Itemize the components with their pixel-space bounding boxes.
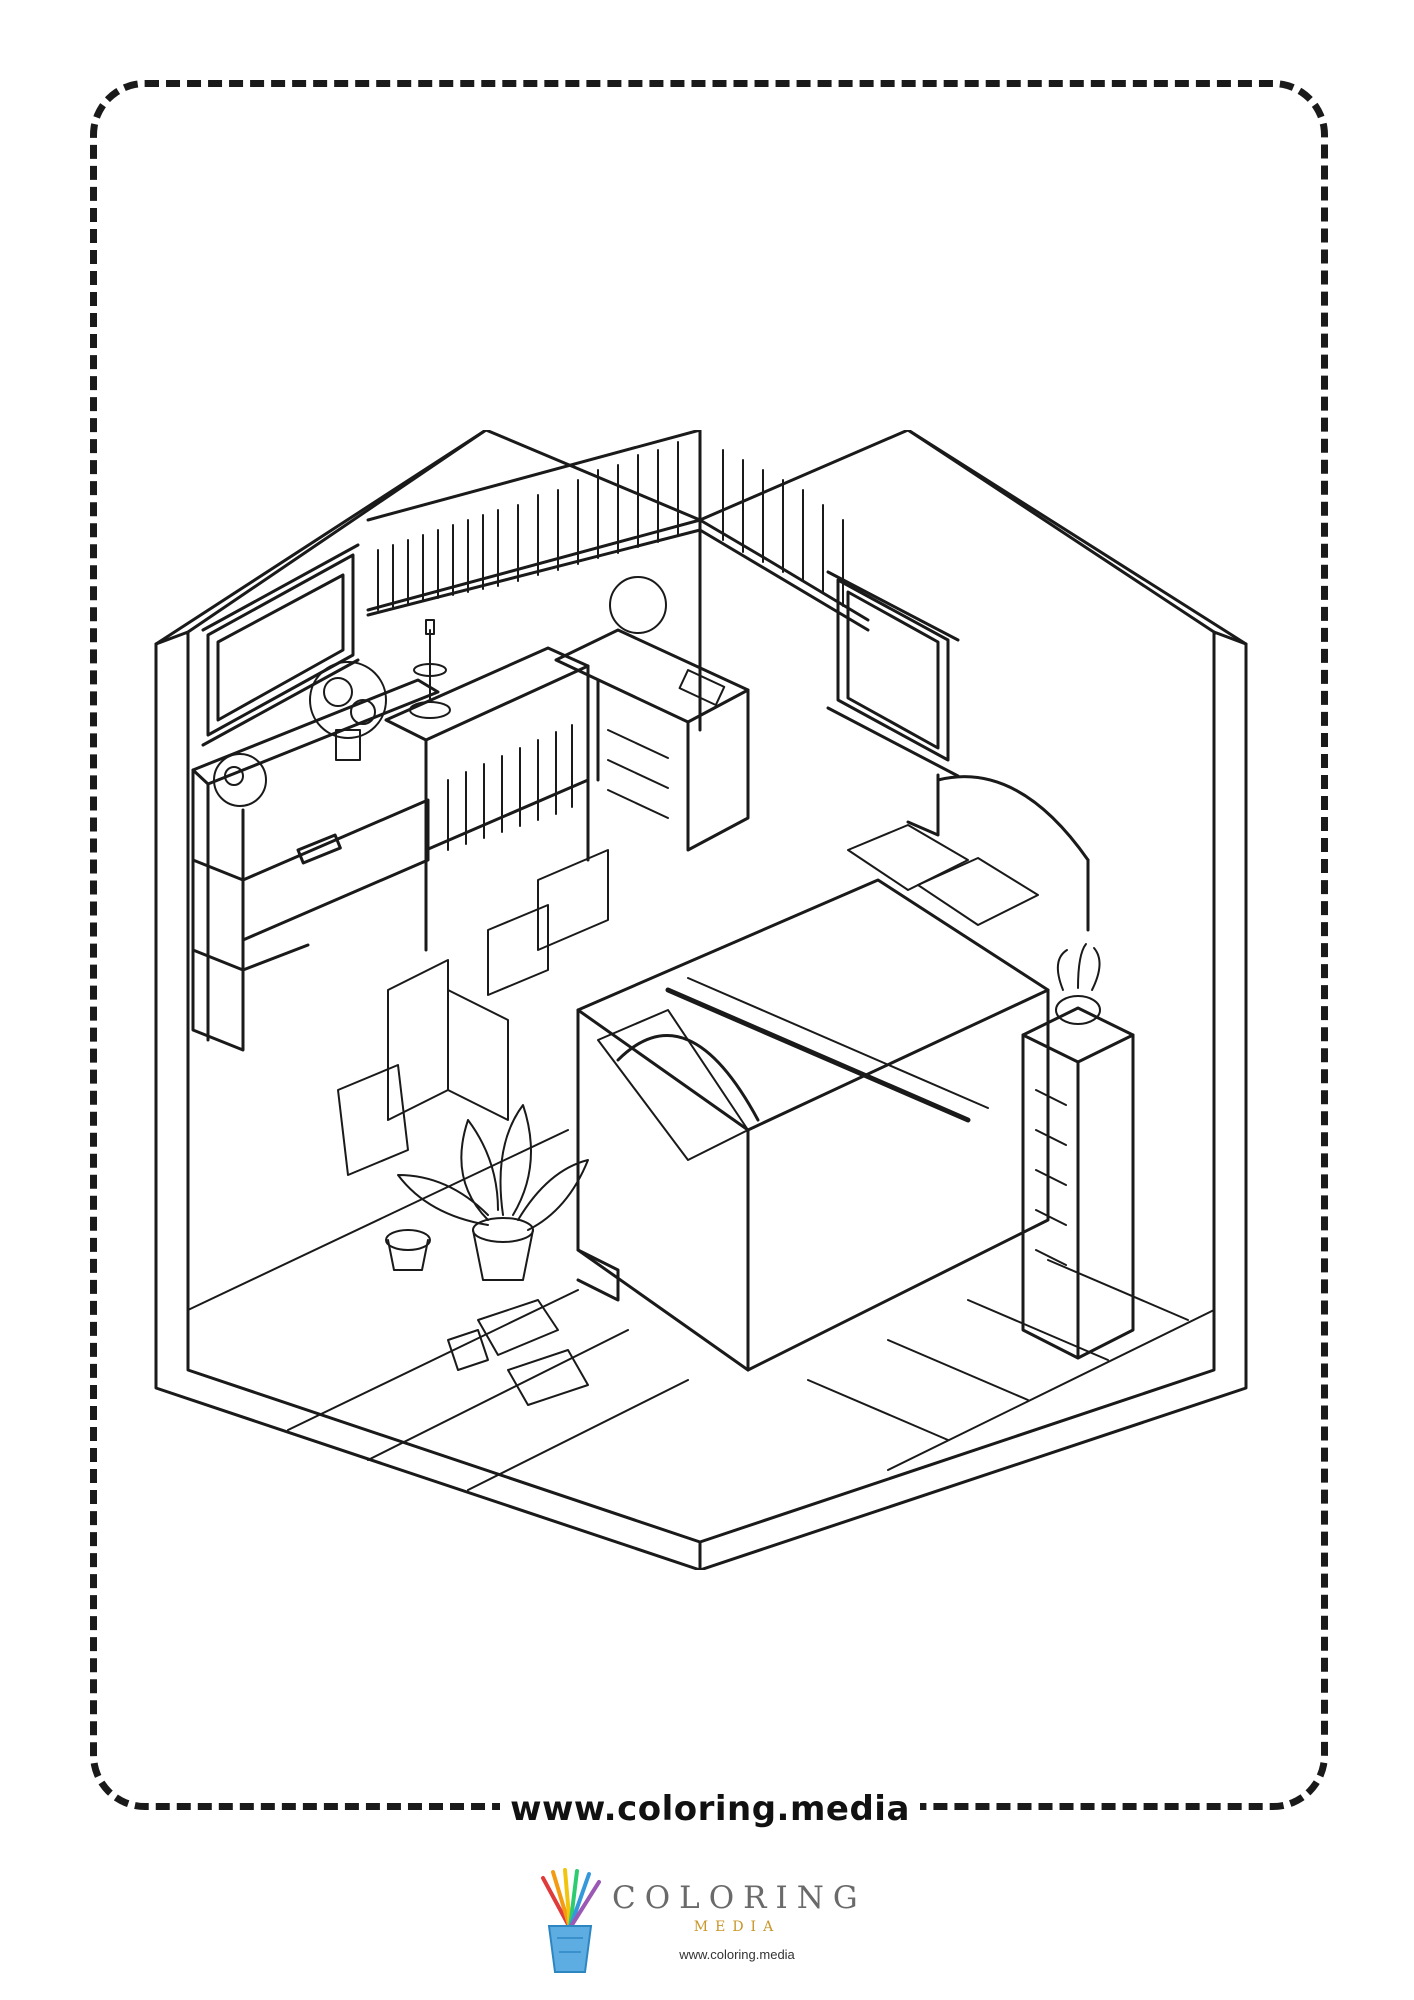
floor-papers <box>447 1299 589 1406</box>
brand-subtitle: MEDIA <box>693 1919 781 1935</box>
corner-desk <box>554 576 750 852</box>
room-shell <box>154 430 1248 1570</box>
desk-lamp <box>409 619 451 719</box>
chair-and-boxes <box>337 849 609 1176</box>
pencil-cup-icon <box>535 1868 605 1976</box>
left-window <box>201 543 360 747</box>
book-spines <box>377 441 844 611</box>
desk <box>191 678 440 1052</box>
brand-wordmark: COLORING <box>612 1880 867 1916</box>
center-shelf <box>384 646 590 952</box>
bed <box>576 773 1090 1372</box>
desk-flower-vase <box>213 661 387 807</box>
logo-website-url[interactable]: www.coloring.media <box>679 1947 795 1962</box>
nightstand <box>1021 943 1135 1360</box>
floor-potted-plant <box>385 1104 589 1281</box>
right-window <box>826 570 960 778</box>
bedroom-illustration <box>148 430 1258 1570</box>
floor-planks <box>187 1129 1215 1491</box>
footer-website-url[interactable]: www.coloring.media <box>510 1789 910 1829</box>
border-gap <box>500 1780 920 1840</box>
